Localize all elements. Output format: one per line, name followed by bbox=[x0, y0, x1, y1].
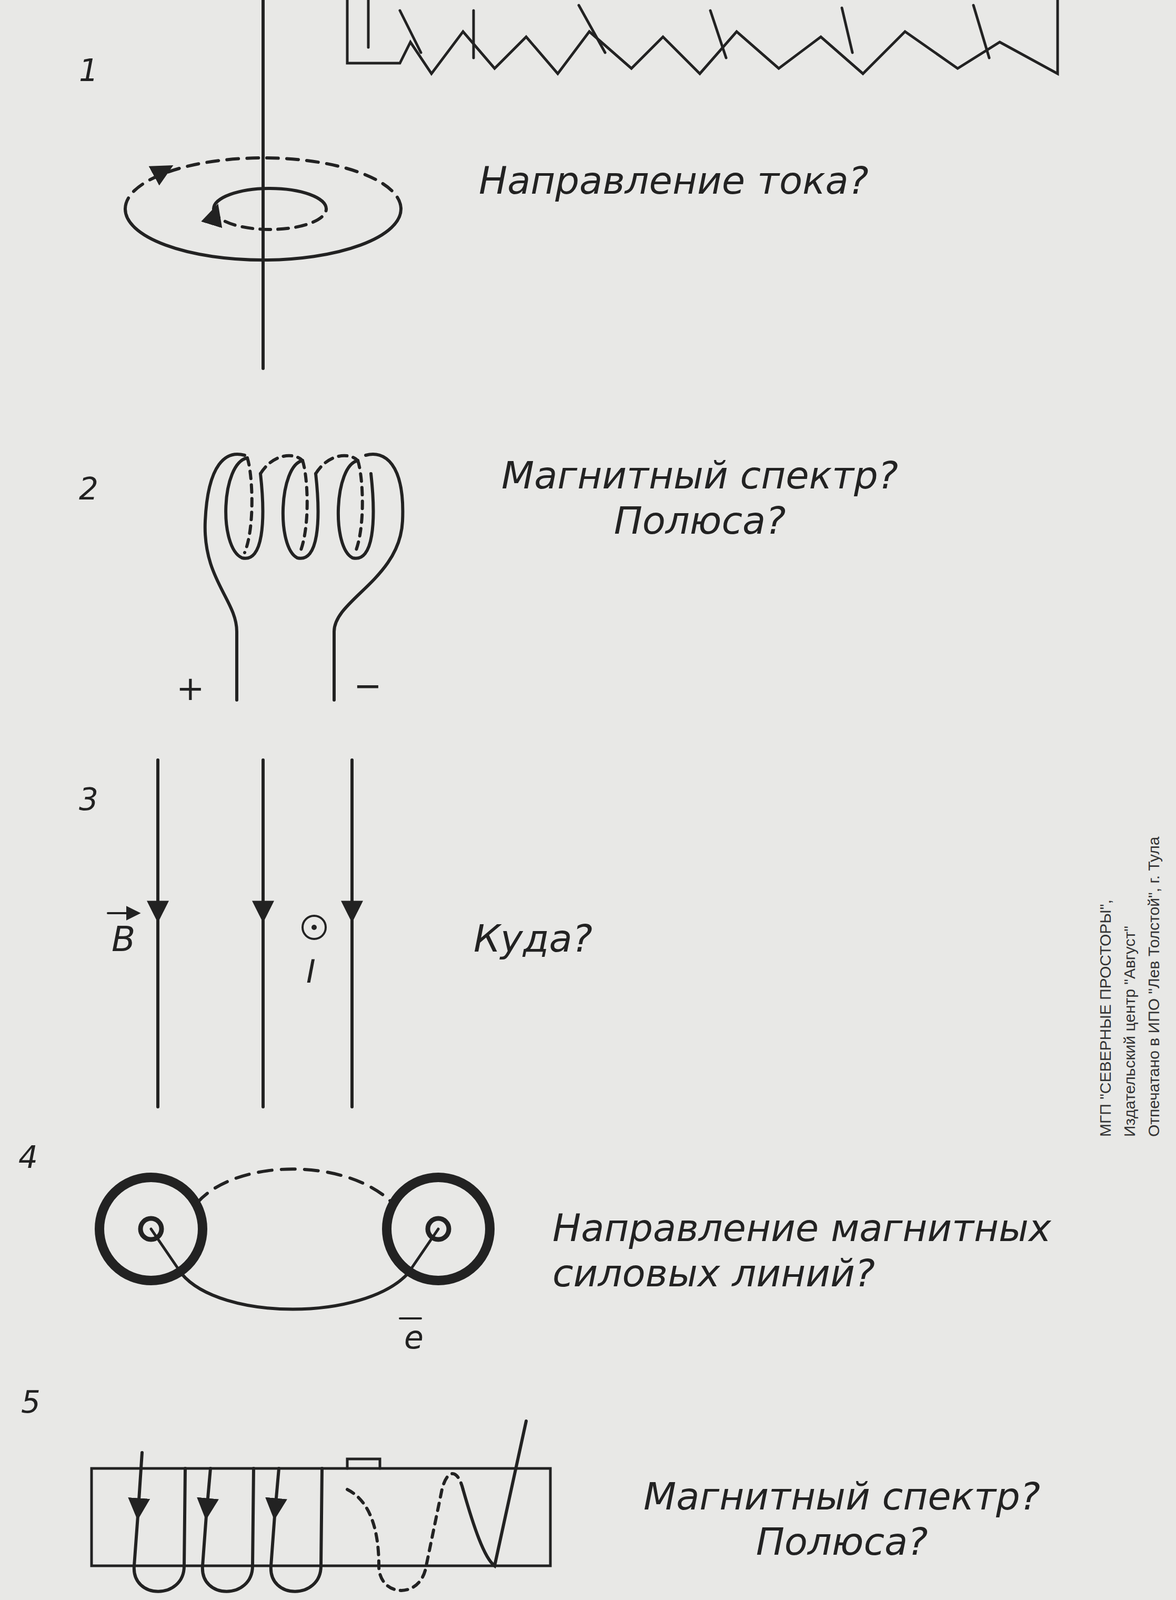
callout-number: 2 bbox=[78, 470, 99, 508]
callout-number: 4 bbox=[18, 1139, 38, 1176]
printer-imprint: МГП "СЕВЕРНЫЕ ПРОСТОРЫ",Издательский цен… bbox=[1093, 836, 1167, 1138]
imprint-line: МГП "СЕВЕРНЫЕ ПРОСТОРЫ", bbox=[1093, 836, 1118, 1138]
polarity-sign: + bbox=[176, 668, 205, 709]
imprint-line: Издательский центр "Август" bbox=[1117, 836, 1142, 1138]
question-text: Магнитный спектр? Полюса? bbox=[463, 452, 937, 544]
question-text: Направление тока? bbox=[478, 157, 1058, 204]
question-text: Направление магнитных силовых линий? bbox=[552, 1204, 1079, 1296]
polarity-sign: − bbox=[353, 665, 383, 707]
callout-number: 1 bbox=[78, 52, 99, 90]
callout-number: 5 bbox=[21, 1383, 41, 1421]
vector-symbol: B bbox=[111, 918, 136, 960]
callout-number: 3 bbox=[78, 781, 99, 819]
imprint-line: Отпечатано в ИПО "Лев Толстой", г. Тула bbox=[1141, 836, 1167, 1138]
question-text: Куда? bbox=[473, 915, 593, 961]
question-text: Магнитный спектр? Полюса? bbox=[605, 1473, 1079, 1565]
electron-symbol: e bbox=[404, 1318, 424, 1356]
current-symbol: I bbox=[306, 952, 316, 991]
